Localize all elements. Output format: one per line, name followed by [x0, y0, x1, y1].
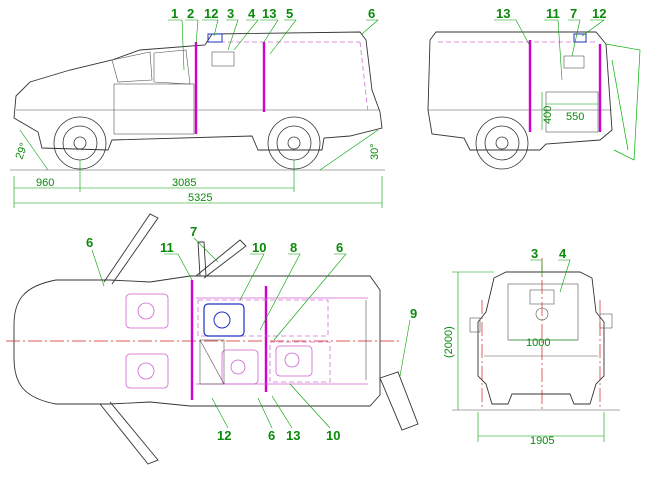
plan-callout-11: 11: [160, 240, 174, 255]
side-body-window: [211, 51, 235, 67]
plan-callout-7: 7: [190, 224, 197, 239]
plan-front-door-open-top: [103, 213, 159, 285]
rear-opening-width-label: 1000: [526, 337, 550, 349]
approach-angle-label: 29°: [14, 141, 31, 161]
rear-view-outline: [477, 271, 605, 405]
side-callout-3: 3: [227, 6, 234, 21]
rear-section-wheel: [475, 116, 529, 170]
side-body-outline: [13, 31, 383, 151]
plan-callout-12-bottom: 12: [217, 428, 231, 443]
rear-section-callout-7: 7: [570, 6, 577, 21]
rear-view-callout-4: 4: [559, 246, 567, 261]
rear-section-view: 550 400 13 11 7 12: [427, 6, 641, 170]
overall-length-label: 5325: [188, 192, 212, 204]
side-windshield: [111, 51, 153, 83]
plan-callout-10-top: 10: [252, 240, 266, 255]
overall-width-label: 1905: [530, 435, 554, 447]
wheelbase-label: 3085: [172, 177, 196, 189]
plan-front-seats: [125, 293, 169, 389]
side-callout-13: 13: [262, 6, 276, 21]
plan-callout-6-front: 6: [86, 235, 93, 250]
rear-section-door: [545, 91, 599, 133]
plan-callout-10-bottom: 10: [326, 428, 340, 443]
side-callout-1: 1: [171, 6, 178, 21]
rear-section-callout-12: 12: [592, 6, 606, 21]
rear-section-light-bar: [573, 33, 587, 43]
rear-door-height-label: 400: [542, 106, 554, 124]
side-callout-5: 5: [286, 6, 293, 21]
rear-view-door: [507, 283, 579, 341]
side-callout-12: 12: [204, 6, 218, 21]
front-overhang-label: 960: [36, 177, 54, 189]
side-callout-6: 6: [368, 6, 375, 21]
rear-view-callout-3: 3: [531, 246, 538, 261]
rear-view: 1000 1905 (2000) 3 4: [443, 246, 620, 447]
departure-angle-label: 30°: [369, 143, 381, 160]
rear-section-callout-13: 13: [496, 6, 510, 21]
plan-rear-door-open: [379, 371, 419, 431]
plan-view: 6 7 11 10 8 6 9 12 6 13 10: [6, 213, 419, 465]
side-light-bar: [207, 33, 223, 43]
side-front-door: [113, 83, 195, 135]
plan-callout-9: 9: [410, 306, 417, 321]
plan-crew-seat: [203, 303, 245, 337]
plan-callout-6-bottom: 6: [268, 428, 275, 443]
plan-sliding-door-open: [195, 239, 247, 279]
plan-stretcher: [197, 299, 329, 337]
rear-section-outline: [427, 31, 613, 151]
plan-rear-seats: [221, 345, 313, 385]
plan-callout-13-bottom: 13: [286, 428, 300, 443]
rear-section-callout-11: 11: [546, 6, 560, 21]
plan-callout-8: 8: [290, 240, 297, 255]
plan-callout-6-rear: 6: [336, 240, 343, 255]
side-front-door-window: [153, 49, 191, 85]
side-callout-2: 2: [187, 6, 194, 21]
rear-door-width-label: 550: [566, 111, 584, 123]
side-callout-4: 4: [248, 6, 256, 21]
overall-height-label: (2000): [443, 326, 455, 358]
side-view: 29° 30° 960 3085 5325 1 2 12 3 4 13 5 6: [10, 6, 385, 208]
plan-body-outline: [13, 275, 381, 407]
plan-front-door-open-bottom: [99, 401, 159, 465]
